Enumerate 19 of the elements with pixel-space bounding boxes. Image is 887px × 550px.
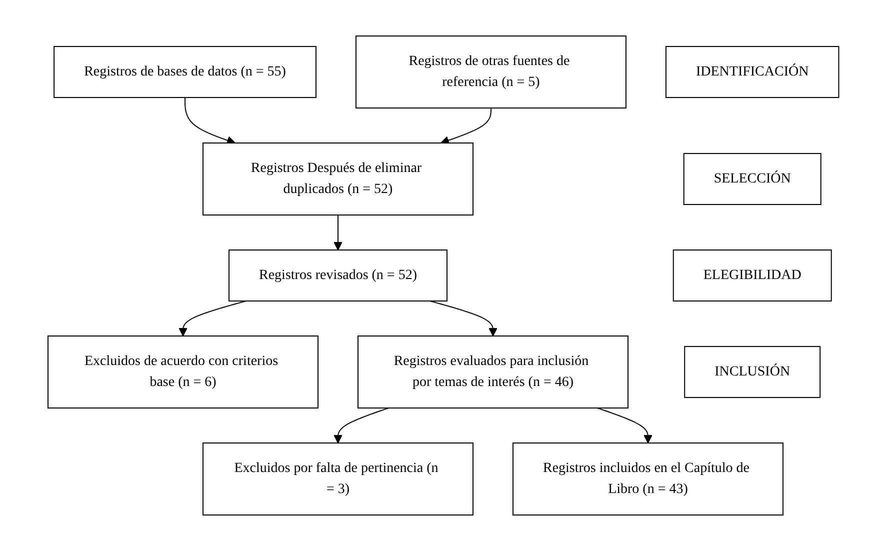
arrow	[178, 300, 247, 336]
arrow	[430, 300, 498, 336]
node-box: IDENTIFICACIÓN	[666, 46, 840, 98]
node-box: ELEGIBILIDAD	[672, 249, 832, 301]
node-box: Registros evaluados para inclusión por temas de interés (n = 46)	[358, 335, 629, 408]
arrow	[440, 107, 492, 144]
node-box: Excluidos de acuerdo con criterios base (n = 6)	[48, 335, 319, 408]
node-box: Registros Después de eliminar duplicados (n = 52)	[202, 142, 474, 215]
node-box: Registros de otras fuentes de referencia (n = 5)	[356, 35, 627, 108]
arrow	[184, 96, 236, 144]
arrow	[596, 407, 653, 443]
node-box: INCLUSIÓN	[684, 346, 821, 398]
arrow	[334, 214, 343, 250]
node-box: SELECCIÓN	[683, 152, 822, 204]
node-box: Registros incluidos en el Capítulo de Libro (n = 43)	[512, 442, 784, 515]
node-box: Registros de bases de datos (n = 55)	[54, 46, 317, 98]
arrow	[334, 407, 390, 443]
node-box: Excluidos por falta de pertinencia (n = 3)	[202, 442, 474, 515]
node-box: Registros revisados (n = 52)	[228, 249, 448, 301]
